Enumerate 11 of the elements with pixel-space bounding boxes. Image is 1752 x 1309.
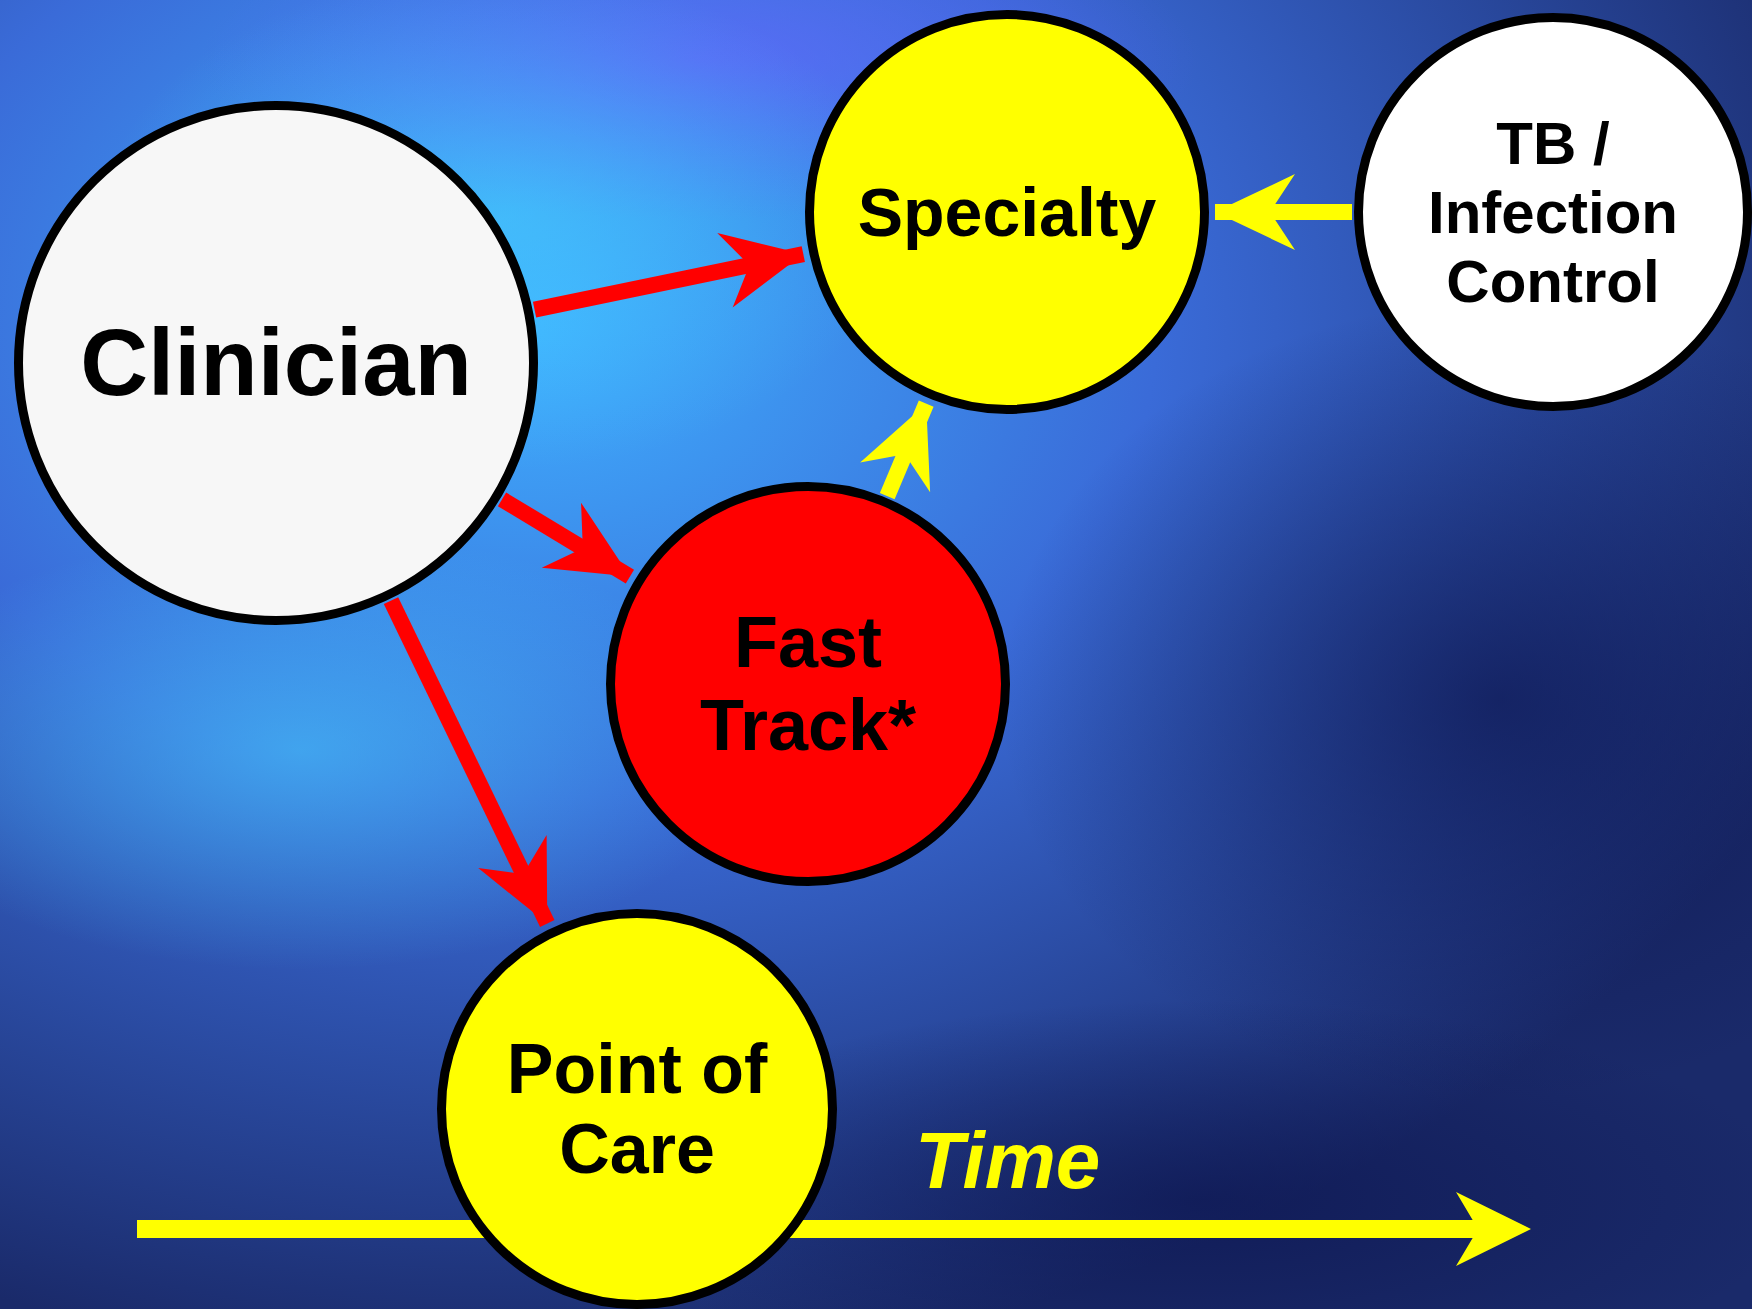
arrow <box>497 492 635 584</box>
arrow <box>1215 174 1352 250</box>
node-label: Specialty <box>857 172 1157 252</box>
axis-label: Time <box>915 1115 1101 1207</box>
node-label: TB / Infection Control <box>1427 108 1679 316</box>
node-label: Fast Track* <box>698 601 918 767</box>
node-label: Point of Care <box>505 1028 769 1190</box>
arrow <box>532 233 805 318</box>
node-label: Clinician <box>80 308 472 417</box>
arrow <box>860 400 934 500</box>
arrow <box>383 597 555 928</box>
